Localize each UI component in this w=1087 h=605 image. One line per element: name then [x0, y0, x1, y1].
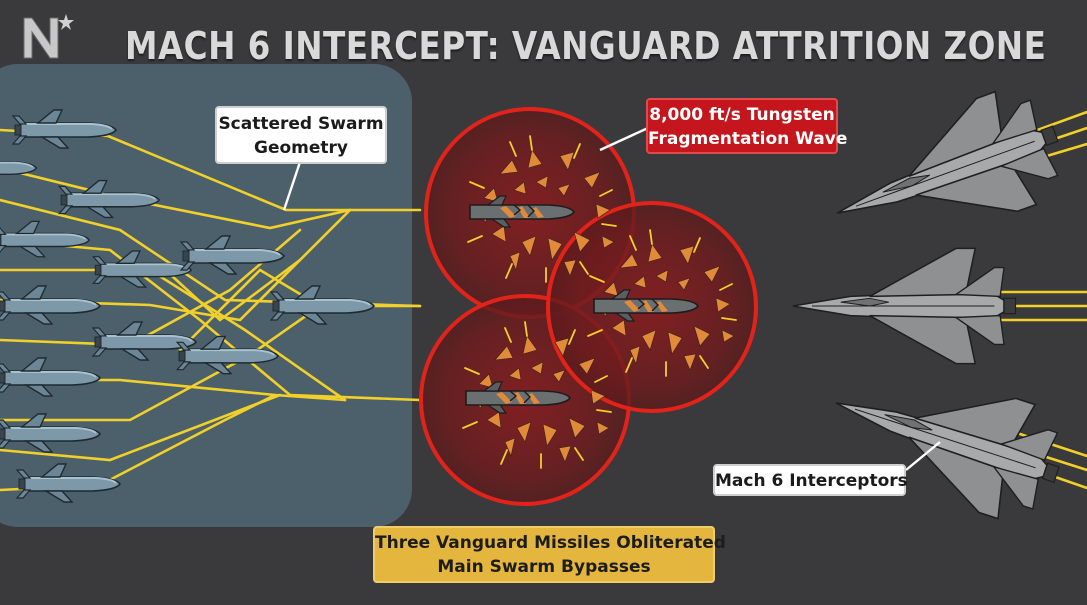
- swarm-zone: [0, 64, 412, 527]
- fragmentation-wave-callout: 8,000 ft/s Tungsten Fragmentation Wave: [646, 98, 848, 154]
- callout-line: 8,000 ft/s Tungsten: [649, 105, 835, 125]
- page-title: MACH 6 INTERCEPT: VANGUARD ATTRITION ZON…: [125, 24, 1047, 68]
- blast-zones: [419, 107, 758, 506]
- callout-line: Mach 6 Interceptors: [715, 471, 908, 491]
- n-star-logo-icon: [23, 14, 74, 59]
- interceptor-jet-icon: [792, 247, 1017, 365]
- swarm-geometry-callout: Scattered Swarm Geometry: [215, 106, 387, 164]
- callout-line: Three Vanguard Missiles Obliterated: [375, 533, 726, 553]
- interceptor-jet-icon: [816, 345, 1076, 533]
- callout-line: Geometry: [254, 138, 348, 158]
- callout-line: Scattered Swarm: [218, 114, 384, 134]
- callout-line: Fragmentation Wave: [648, 129, 848, 149]
- interceptor-jet-icon: [815, 76, 1077, 271]
- interceptors-callout: Mach 6 Interceptors: [713, 464, 908, 496]
- outcome-callout: Three Vanguard Missiles Obliterated Main…: [373, 526, 726, 583]
- callout-line: Main Swarm Bypasses: [437, 557, 651, 577]
- callout-leaders: [282, 126, 941, 471]
